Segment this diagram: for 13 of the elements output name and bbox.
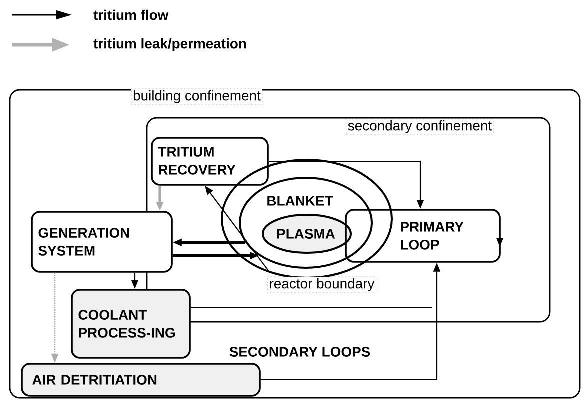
loops-label: SECONDARY LOOPS [230,347,370,357]
process-box: PRIMARY LOOP [345,209,501,263]
region-label: building confinement [131,88,263,106]
process-box: COOLANT PROCESS-ING [71,289,191,359]
process-box: AIR DETRITIATION [21,363,261,397]
region-label: secondary confinement [346,118,494,136]
process-box: TRITIUM RECOVERY [151,137,269,186]
connector-line [190,307,432,309]
ellipse-region: PLASMA [262,214,352,254]
legend-text: tritium leak/permeation [94,38,246,52]
legend-text: tritium flow [94,10,169,20]
process-box: GENERATION SYSTEM [31,211,173,273]
boundary-label: reactor boundary [268,276,376,294]
